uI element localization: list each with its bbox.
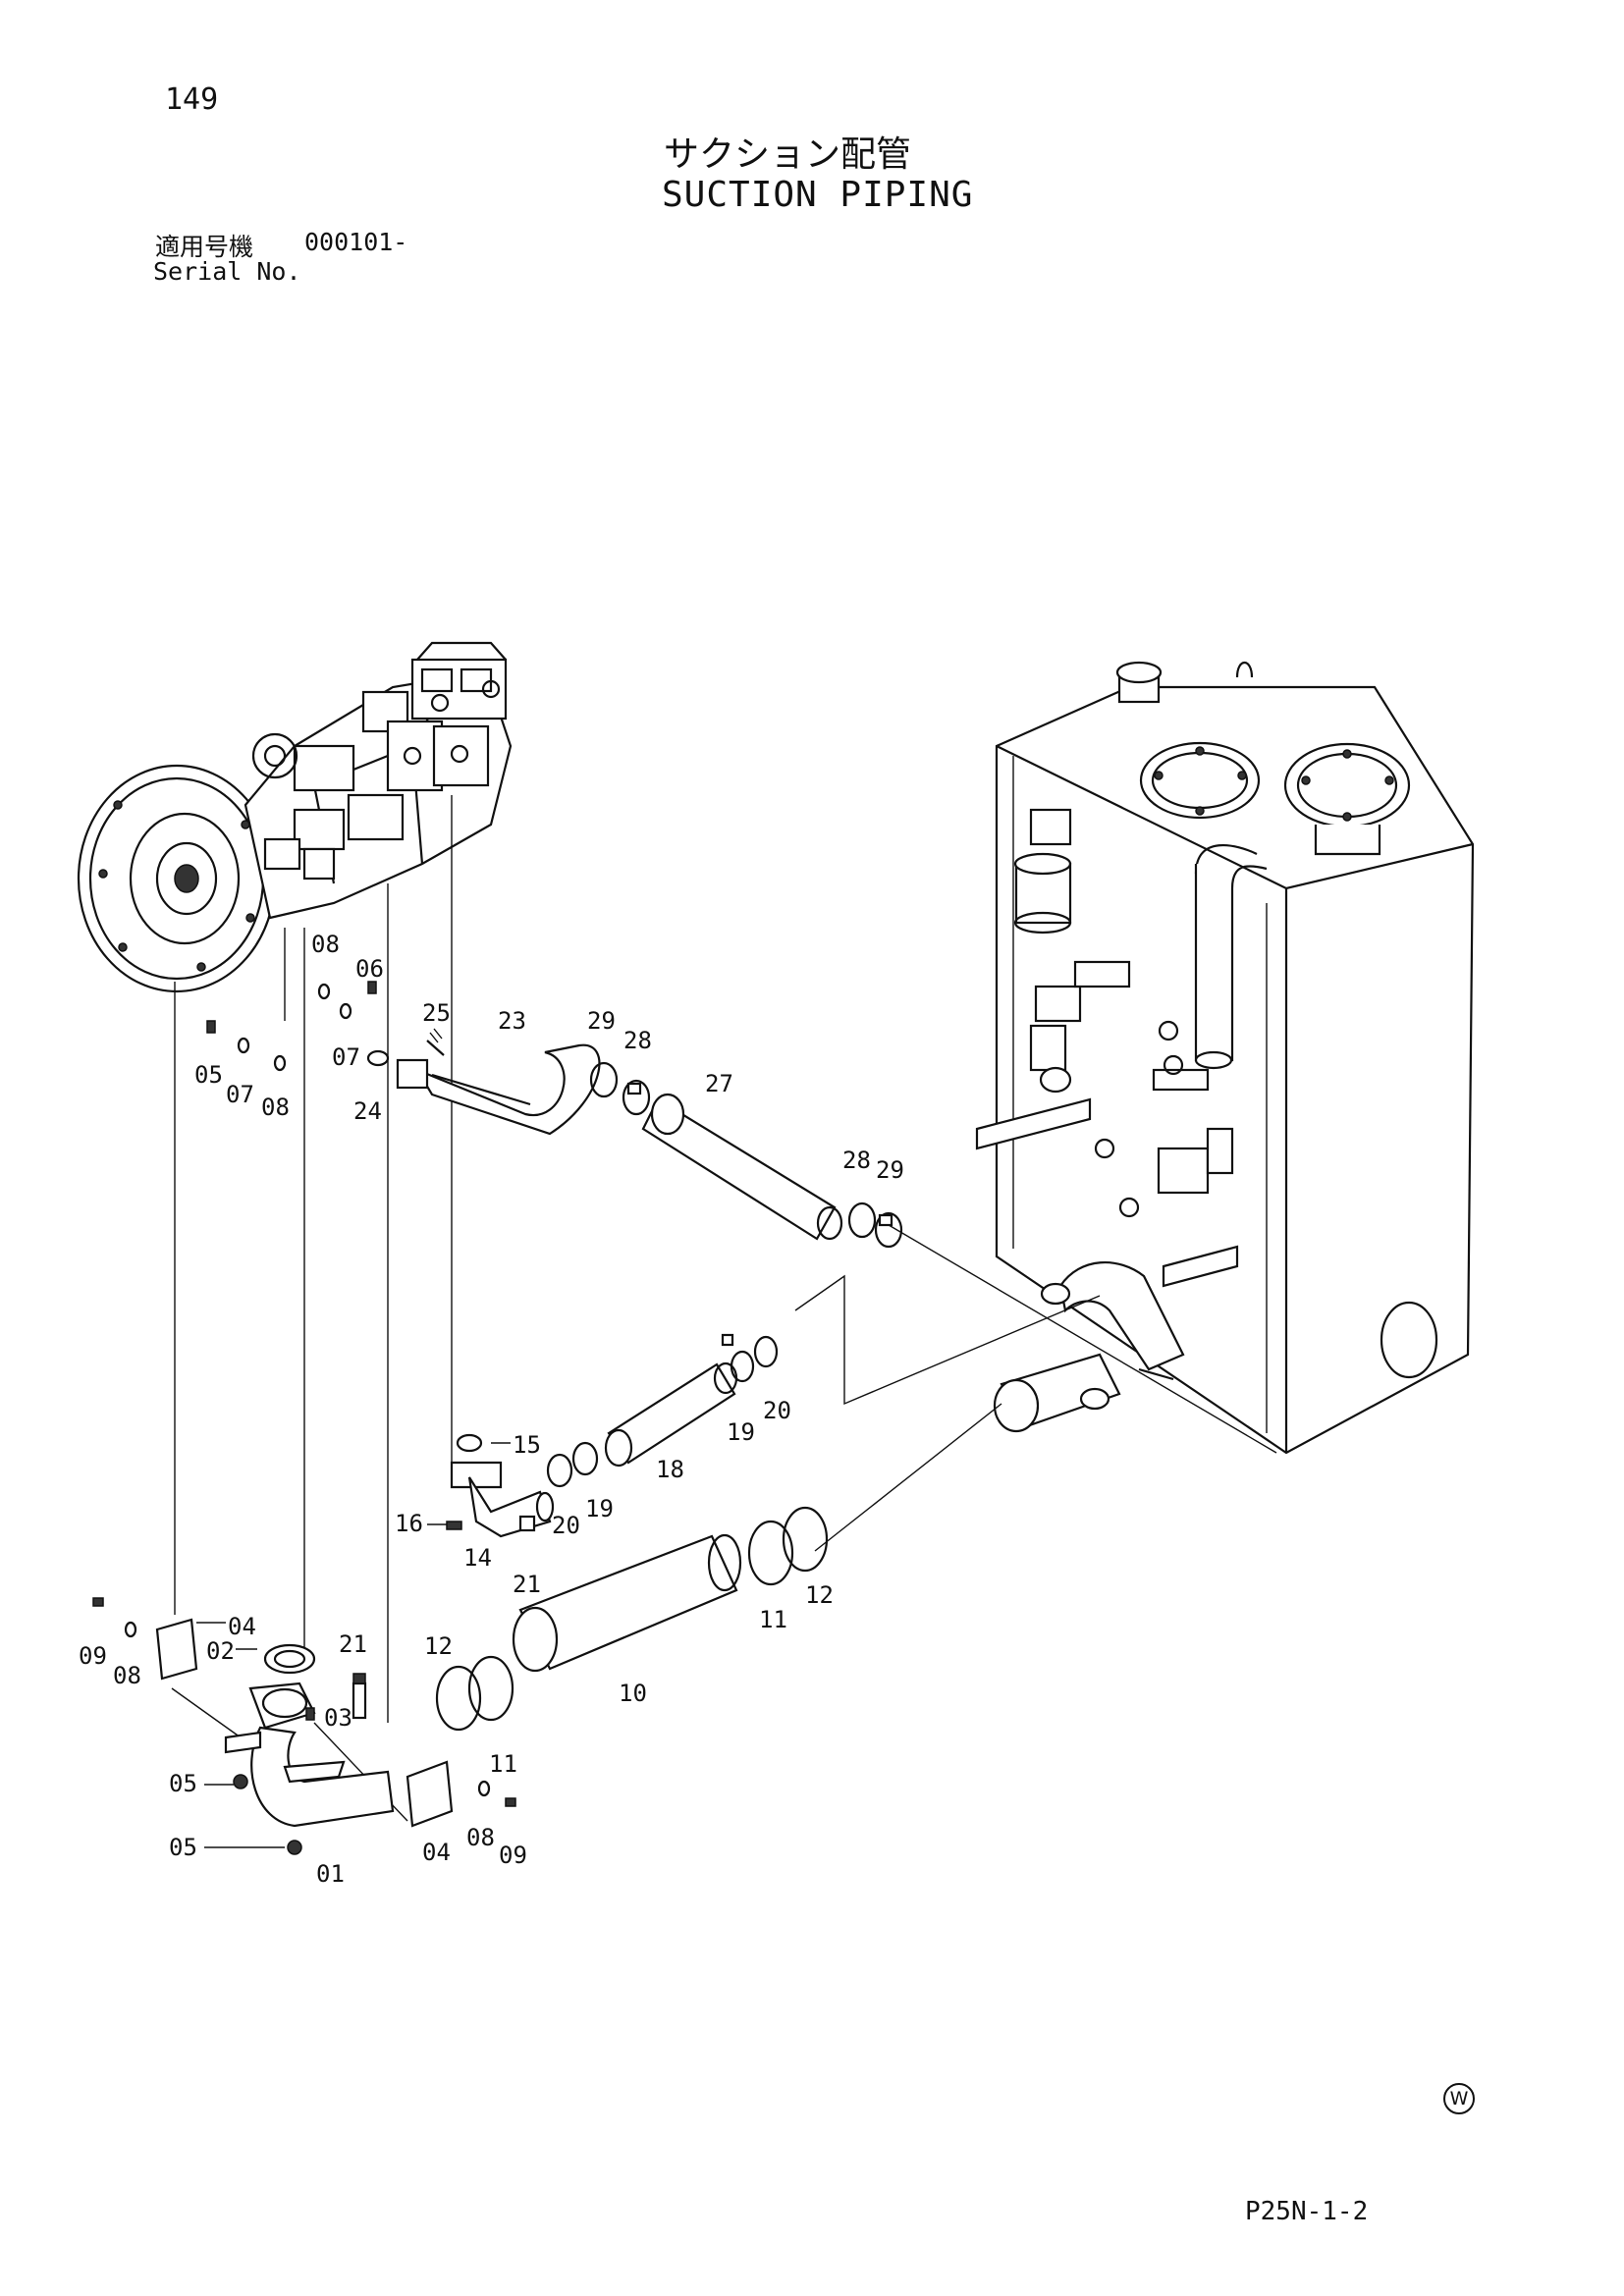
callout-29b: 29 [876, 1156, 904, 1184]
callout-05: 05 [169, 1770, 197, 1797]
callout-21b: 21 [339, 1630, 367, 1658]
callout-08c: 08 [113, 1662, 141, 1689]
assembly-lines [171, 795, 1277, 1822]
suction-elbow-14-and-hose-18 [446, 1333, 779, 1538]
callout-19: 19 [585, 1495, 614, 1522]
fasteners [92, 981, 516, 1807]
suction-hose-27 [589, 1061, 903, 1249]
page-number: 149 [165, 82, 219, 117]
suction-pipe-01 [155, 1618, 454, 1855]
hydraulic-oil-tank [975, 661, 1475, 1455]
callout-21: 21 [513, 1571, 541, 1598]
callout-28b: 28 [842, 1147, 871, 1174]
title-japanese: サクション配管 [664, 134, 912, 175]
callout-01: 01 [316, 1860, 345, 1888]
callout-05b: 05 [169, 1834, 197, 1861]
callout-25: 25 [422, 999, 451, 1027]
callout-16: 16 [395, 1510, 423, 1537]
suction-pipe-10 [435, 1506, 829, 1732]
callout-12b: 12 [424, 1632, 453, 1660]
callout-08d: 08 [466, 1824, 495, 1851]
serial-label-english: Serial No. [153, 257, 301, 286]
callout-19b: 19 [727, 1418, 755, 1446]
callout-28: 28 [623, 1027, 652, 1054]
page-code: P25N-1-2 [1245, 2197, 1369, 2226]
title-english: SUCTION PIPING [662, 175, 974, 215]
callout-04: 04 [228, 1613, 256, 1640]
callout-11b: 11 [489, 1750, 517, 1778]
serial-number-value: 000101- [304, 228, 408, 256]
callout-18: 18 [656, 1456, 684, 1483]
callout-20: 20 [552, 1512, 580, 1539]
callout-23: 23 [498, 1007, 526, 1035]
callout-08b: 08 [261, 1094, 290, 1121]
hydraulic-pump-assembly [77, 641, 513, 993]
callout-07: 07 [226, 1081, 254, 1108]
callout-20b: 20 [763, 1397, 791, 1424]
callout-12: 12 [805, 1581, 834, 1609]
callout-02: 02 [206, 1637, 235, 1665]
callout-15: 15 [513, 1431, 541, 1459]
callout-08: 08 [311, 931, 340, 958]
callout-29: 29 [587, 1007, 616, 1035]
callout-11: 11 [759, 1606, 787, 1633]
callout-06: 06 [355, 955, 384, 983]
callout-27: 27 [705, 1070, 733, 1097]
callout-09b: 09 [499, 1842, 527, 1869]
callout-09: 09 [79, 1642, 107, 1670]
callout-24: 24 [353, 1097, 382, 1125]
callout-04b: 04 [422, 1839, 451, 1866]
callout-07b: 07 [332, 1043, 360, 1071]
callout-10: 10 [619, 1680, 647, 1707]
suction-pipe-23 [366, 1028, 601, 1136]
callout-labels: 08 06 25 23 29 28 27 05 07 08 07 24 28 2… [79, 931, 904, 1888]
w-mark: W [1443, 2083, 1475, 2114]
callout-14: 14 [463, 1544, 492, 1572]
callout-06b: 05 [194, 1061, 223, 1089]
callout-03: 03 [324, 1704, 352, 1732]
serial-label-japanese: 適用号機 [155, 233, 254, 261]
